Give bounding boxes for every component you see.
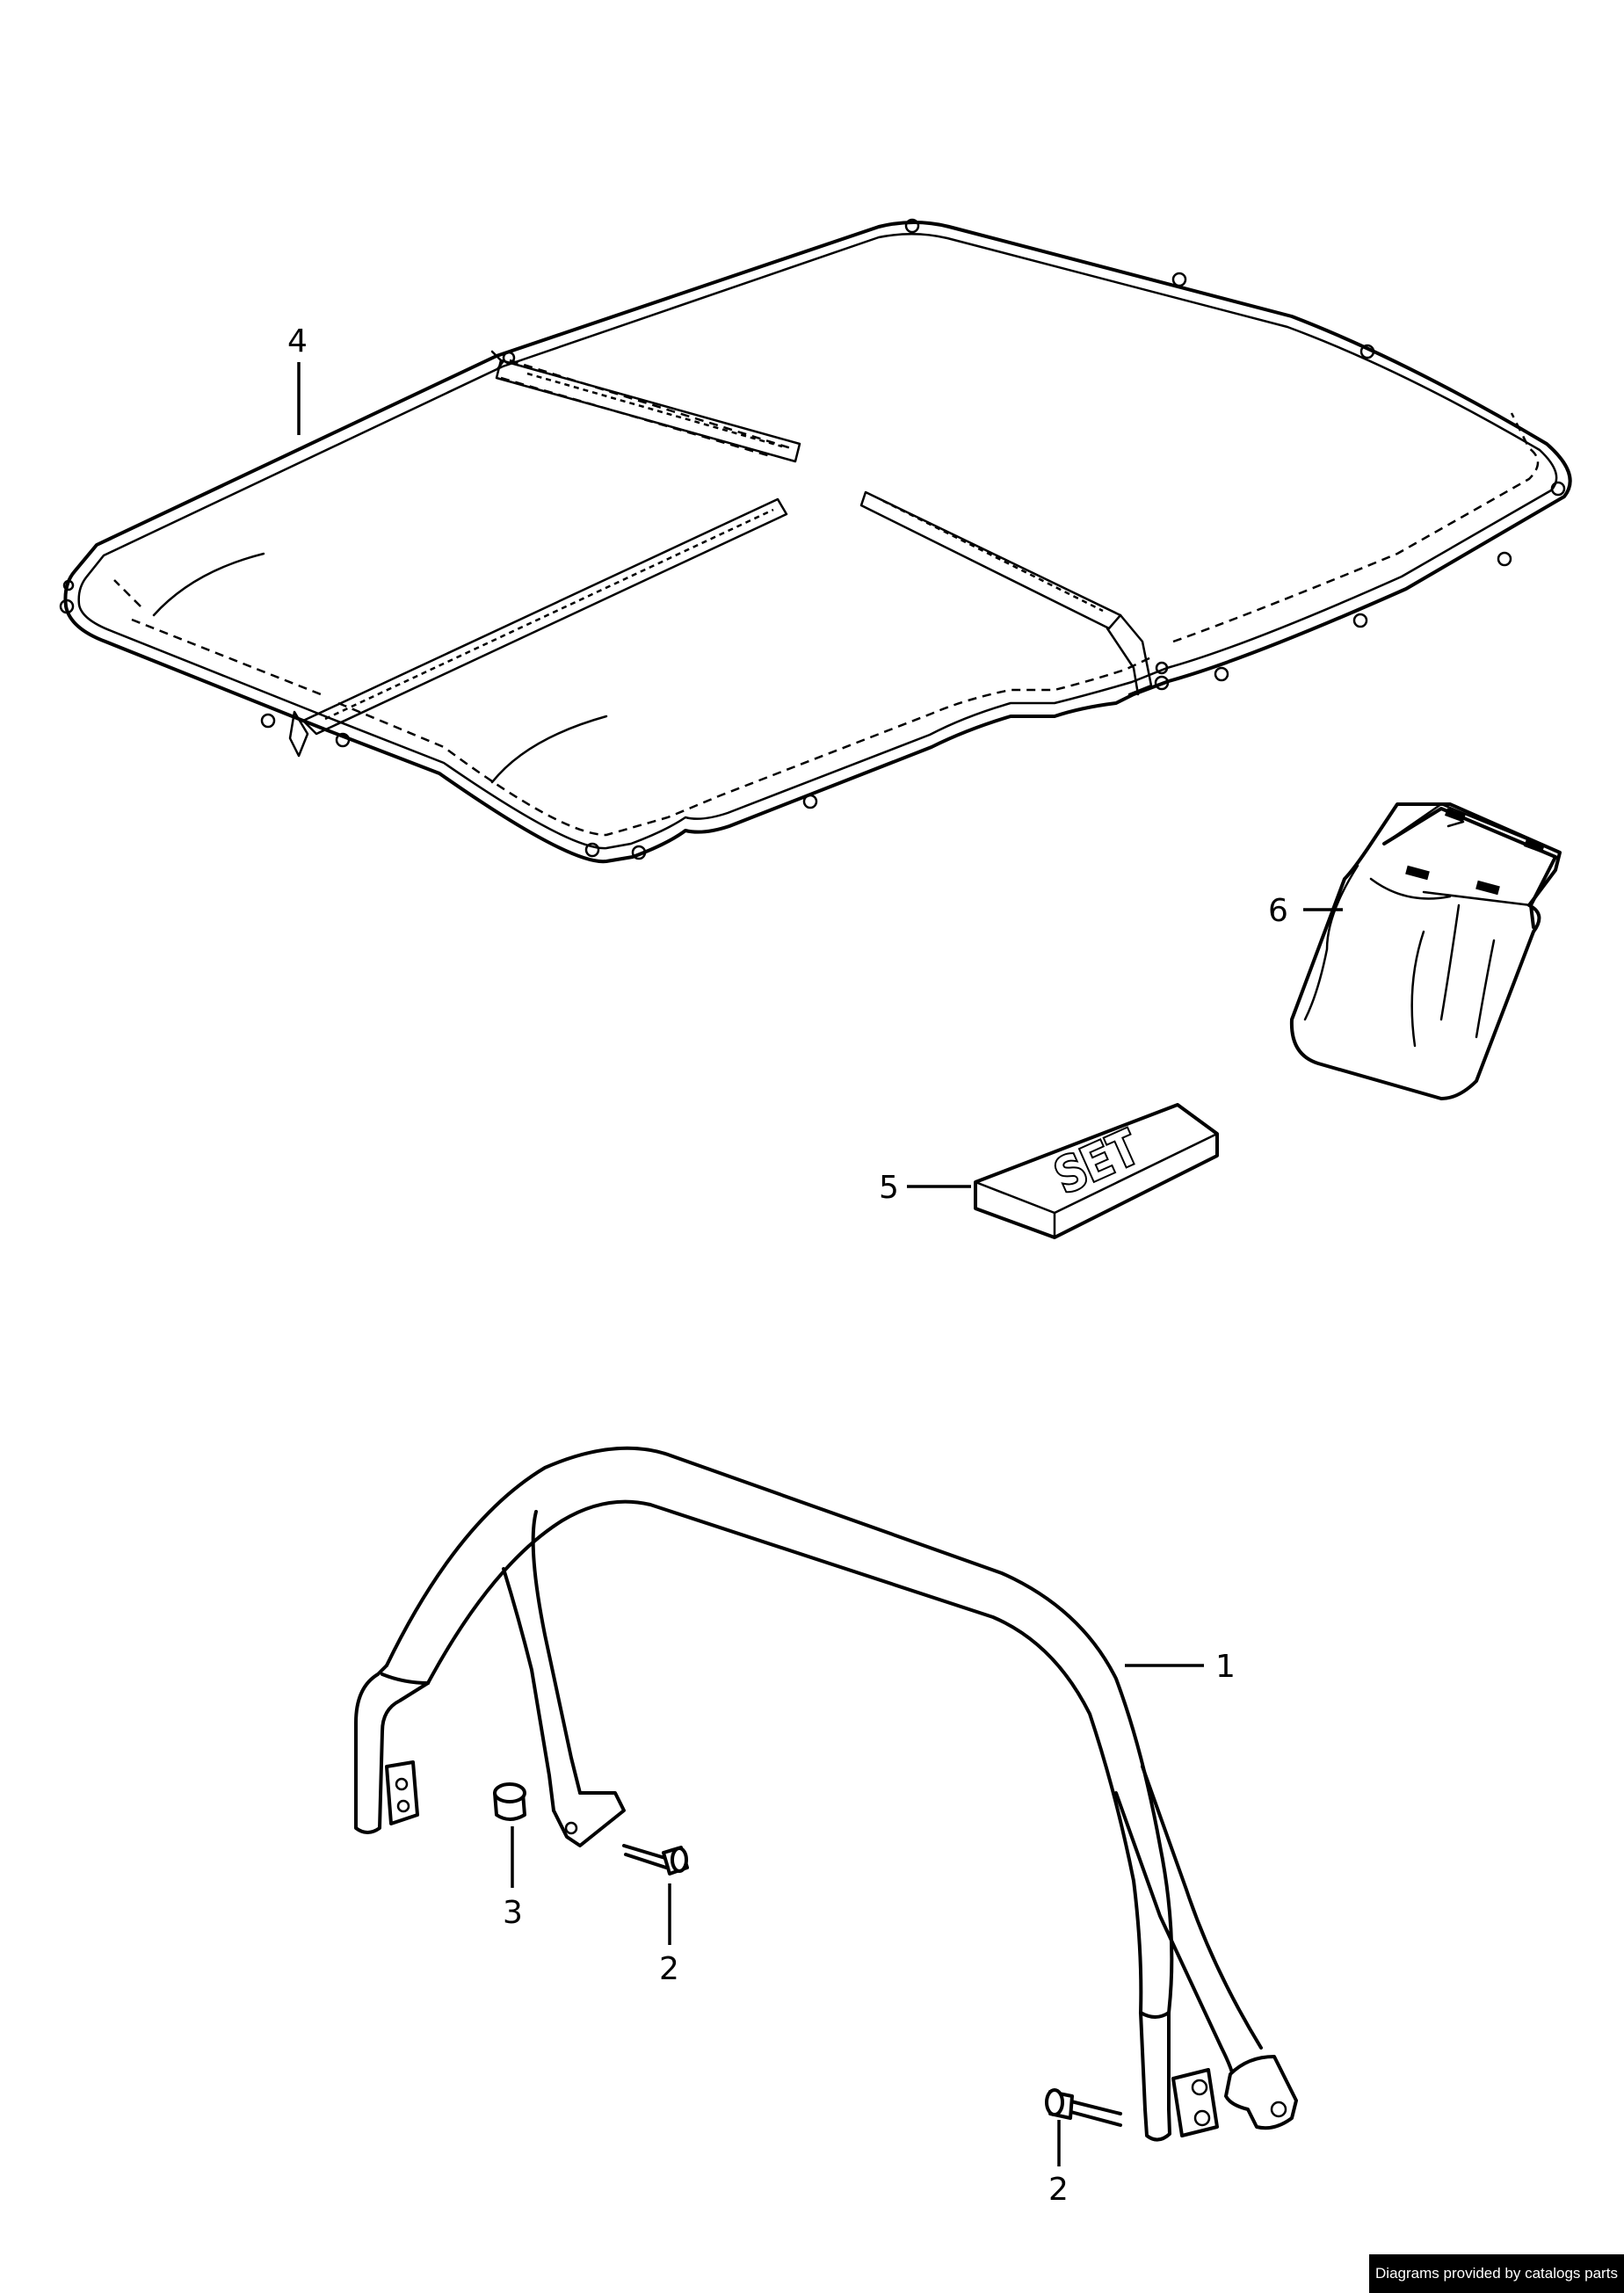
callout-2-upper: 2: [659, 1951, 679, 1987]
callout-6: 6: [1268, 893, 1288, 929]
callout-4: 4: [287, 323, 308, 359]
callout-3: 3: [503, 1895, 523, 1931]
bolt-lower-part: [1045, 2088, 1122, 2127]
storage-bag-part: [1289, 802, 1562, 1100]
bolt-upper-part: [622, 1844, 689, 1876]
callout-5: 5: [879, 1170, 899, 1206]
callout-leaders: [297, 362, 1343, 2166]
callout-2-lower: 2: [1048, 2172, 1069, 2208]
callout-1: 1: [1215, 1649, 1236, 1685]
set-box-part: SET: [974, 1103, 1219, 1239]
spacer-part: [493, 1782, 526, 1821]
roll-bar-part: [354, 1446, 1298, 2142]
credit-badge: Diagrams provided by catalogs parts: [1369, 2254, 1624, 2293]
roof-panel-part: [59, 218, 1572, 864]
